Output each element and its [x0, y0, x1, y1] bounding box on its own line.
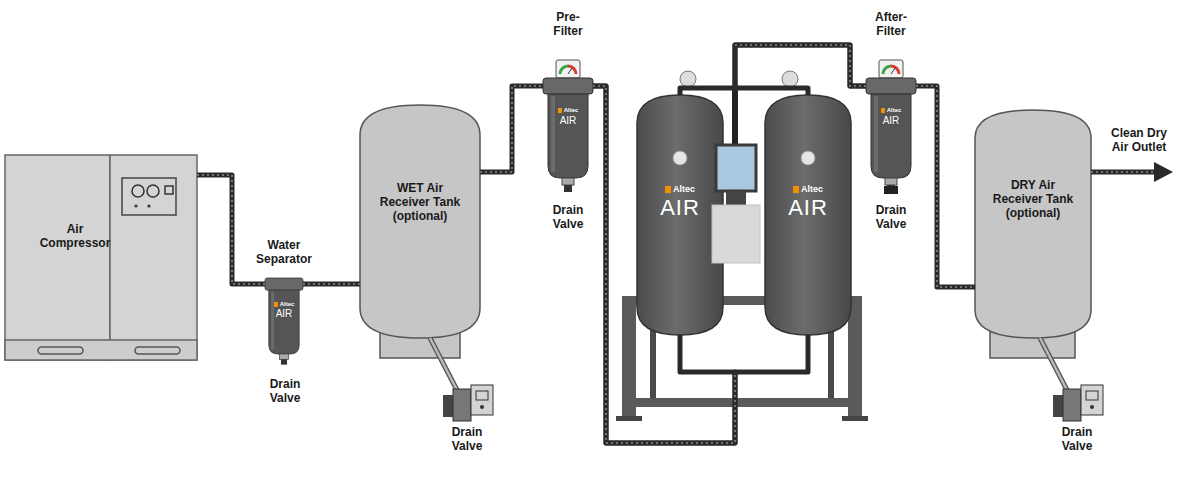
- brand-logo-text: Altec: [765, 184, 851, 195]
- pre-filter-gauge: [556, 60, 580, 78]
- component-label: DRY Air Receiver Tank (optional): [988, 178, 1078, 220]
- compressor-slot: [135, 347, 180, 354]
- frame-bar: [622, 398, 862, 407]
- dryer-pressure-gauge: [782, 71, 798, 87]
- pipe-pattern: [303, 283, 360, 285]
- component-label: Air Compressor: [35, 222, 115, 250]
- panel-switch: [165, 186, 173, 194]
- dryer-tower: AltecAIR: [637, 95, 723, 335]
- pipe-connector: [593, 86, 808, 443]
- frame-leg: [622, 296, 636, 418]
- component-label: WET Air Receiver Tank (optional): [375, 181, 465, 223]
- pipe-line: [916, 86, 975, 287]
- after-filter-drain-valve: [884, 186, 898, 194]
- air-compressor: Air Compressor: [5, 155, 197, 360]
- brand-logo-text: AIR: [765, 196, 851, 220]
- drain-line: [1040, 338, 1068, 392]
- tower-badge: [673, 151, 687, 165]
- outlet-pipe: [1091, 170, 1157, 175]
- pipe-pattern: [916, 86, 975, 287]
- after-filter-illustration: [866, 78, 916, 192]
- drain-line-outline: [1040, 338, 1068, 392]
- frame-foot: [842, 416, 868, 421]
- pipe-pattern: [593, 86, 735, 443]
- pipe-connector: [480, 86, 543, 172]
- dryer-tower-shell: [765, 95, 851, 335]
- frame-foot: [616, 416, 642, 421]
- compressor-slot: [38, 347, 83, 354]
- pipe-line: [593, 86, 735, 443]
- compressor-right-panel: [110, 155, 197, 360]
- pipe-connector: [680, 45, 866, 95]
- drain-valve: [443, 385, 493, 421]
- water-separator-filter: Water SeparatorAltecAIR: [265, 278, 303, 365]
- wet-tank-shell: [360, 105, 480, 338]
- panel-light: [147, 204, 150, 207]
- wet-receiver-tank: WET Air Receiver Tank (optional): [360, 105, 480, 338]
- outlet-label: Clean Dry Air Outlet: [1104, 126, 1174, 154]
- dryer-tower-shell: [637, 95, 723, 335]
- brand-logo-text: AIR: [265, 308, 303, 319]
- pipe-line: [197, 175, 265, 284]
- pipe-pattern: [735, 45, 866, 86]
- pre-filter-illustration: [543, 78, 593, 192]
- component-label: Water Separator: [239, 238, 329, 266]
- pipe-pattern: [735, 45, 866, 86]
- part-label: Drain Valve: [1047, 425, 1107, 453]
- component-label: After- Filter: [868, 10, 914, 38]
- brand-logo-text: Altec: [265, 300, 303, 308]
- pipe-line: [593, 86, 808, 443]
- pipe-line: [735, 45, 866, 95]
- pipe-pattern: [480, 86, 543, 172]
- part-label: Drain Valve: [437, 425, 497, 453]
- tower-badge: [801, 151, 815, 165]
- pipe-line: [480, 86, 543, 172]
- dryer-tower: AltecAIR: [765, 95, 851, 335]
- outlet-arrowhead: [1154, 162, 1173, 182]
- dryer-control-box: [712, 205, 760, 263]
- water-separator-illustration: [265, 278, 303, 365]
- pipe-connector: [197, 175, 265, 284]
- brand-logo-text: Altec: [543, 106, 593, 114]
- component-label: Pre- Filter: [545, 10, 591, 38]
- pre-filter: Pre- FilterAltecAIR: [543, 60, 593, 192]
- brand-logo-text: Altec: [866, 106, 916, 114]
- panel-gauge: [132, 185, 144, 197]
- compressor-illustration: [5, 155, 197, 360]
- dryer-controller-mount: [726, 191, 746, 205]
- drain-valve: [1053, 385, 1103, 421]
- after-filter-gauge: [879, 60, 903, 78]
- panel-light: [134, 204, 137, 207]
- part-label: Drain Valve: [255, 377, 315, 405]
- compressor-base: [5, 340, 197, 360]
- brand-logo-text: Altec: [637, 184, 723, 195]
- pipe-pattern: [197, 175, 265, 284]
- brand-logo-text: AIR: [866, 115, 916, 126]
- pipe-line: [303, 282, 360, 287]
- compressor-left-panel: [5, 155, 110, 360]
- pipe-connector: [593, 86, 735, 443]
- drain-line-outline: [430, 338, 458, 392]
- pipe-connector: [735, 45, 866, 95]
- part-label: Drain Valve: [538, 203, 598, 231]
- part-label: Drain Valve: [861, 203, 921, 231]
- pipe-connector: [916, 86, 975, 287]
- panel-gauge: [147, 185, 159, 197]
- brand-logo-text: AIR: [543, 115, 593, 126]
- pipe-line: [680, 45, 866, 95]
- dry-tank-shell: [975, 110, 1091, 338]
- dry-receiver-tank: DRY Air Receiver Tank (optional): [975, 110, 1091, 338]
- outlet-pipe-pattern: [1091, 171, 1157, 173]
- pipe-pattern: [593, 86, 735, 443]
- control-panel: [122, 178, 176, 215]
- pipe-connector: [303, 284, 360, 285]
- brand-logo-text: AIR: [637, 196, 723, 220]
- after-filter: After- FilterAltecAIR: [866, 60, 916, 192]
- dryer-pressure-gauge: [680, 71, 696, 87]
- drain-line: [430, 338, 458, 392]
- dryer-center-pipe: [732, 88, 738, 147]
